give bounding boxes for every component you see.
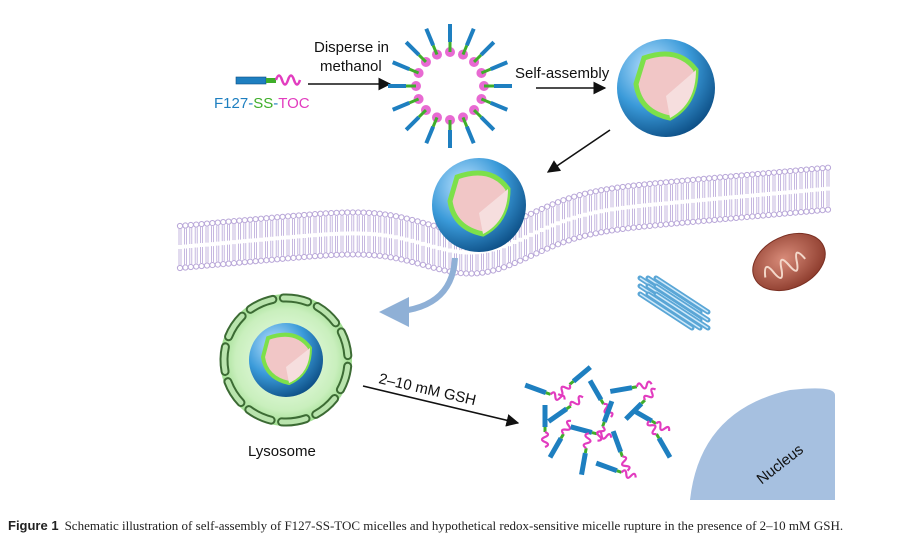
micelle-at-membrane: [432, 158, 526, 252]
arrow-gsh: [362, 385, 520, 427]
disperse-label-line1: Disperse in: [314, 39, 389, 56]
endocytosis-arrow: [379, 257, 458, 327]
arrow-to-membrane: [546, 129, 611, 173]
molecule-icon: [235, 74, 302, 86]
dispersed-unimers: [388, 24, 512, 148]
micelle-assembled: [617, 39, 715, 137]
microtubule-bundle: [637, 275, 711, 331]
mitochondrion: [752, 232, 826, 292]
figure-caption: Figure 1 Schematic illustration of self-a…: [8, 518, 843, 534]
lysosome-label: Lysosome: [248, 443, 316, 460]
figure-caption-text: Schematic illustration of self-assembly …: [64, 518, 844, 533]
ruptured-micelle-fragments: [524, 365, 673, 479]
figure-caption-label: Figure 1: [8, 518, 59, 533]
self-assembly-label: Self-assembly: [515, 65, 610, 82]
lysosome: [219, 293, 353, 427]
nucleus: Nucleus: [690, 388, 835, 500]
molecule-label: F127-SS-TOC: [214, 95, 310, 112]
disperse-label-line2: methanol: [320, 58, 382, 75]
gsh-label: 2–10 mM GSH: [377, 370, 477, 409]
